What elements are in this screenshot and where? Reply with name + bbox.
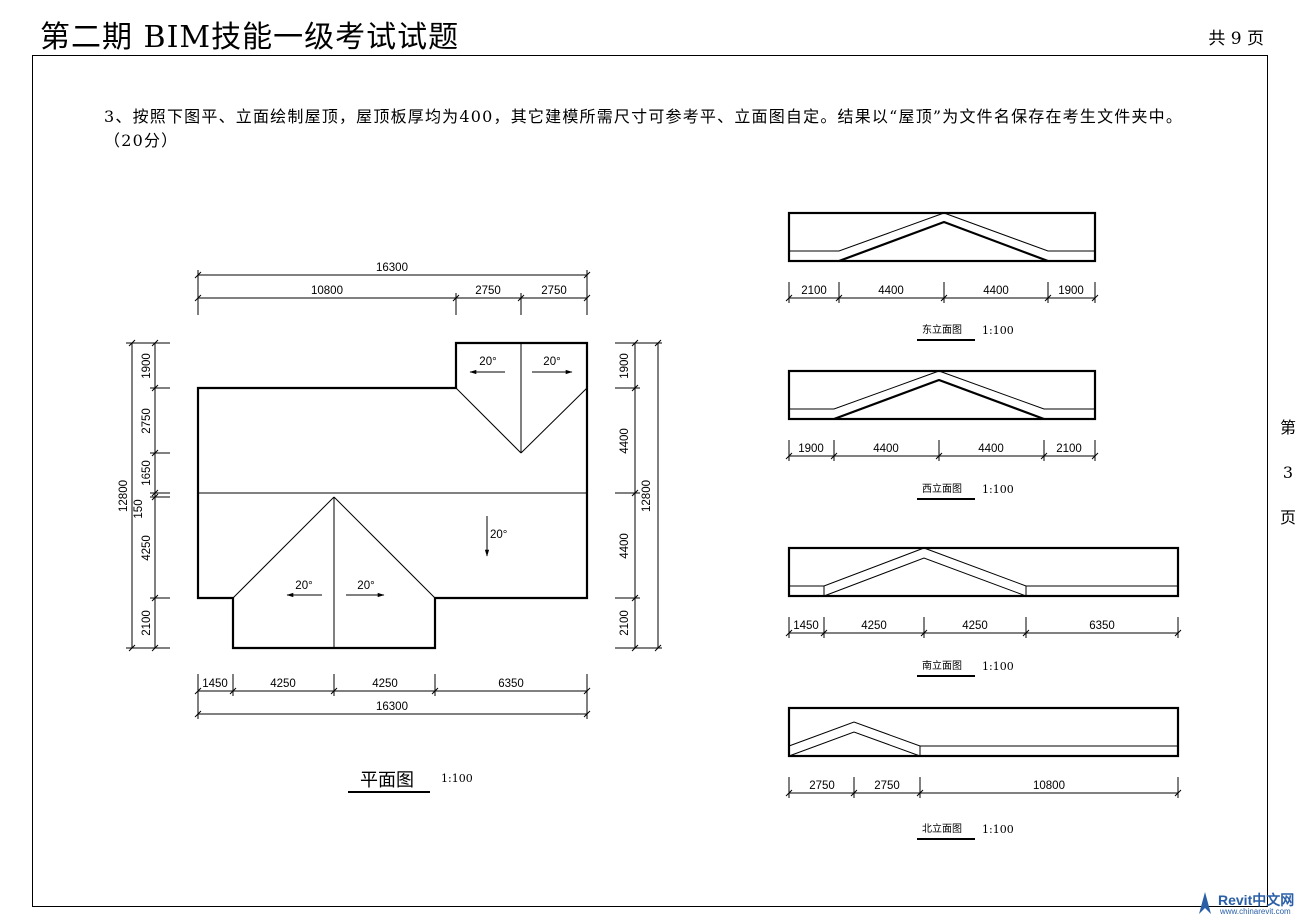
- dim-label: 1650: [141, 460, 153, 486]
- elevation-scale: 1:100: [982, 823, 1014, 836]
- dim-label: 2100: [801, 285, 827, 297]
- dim-label: 2750: [141, 408, 153, 434]
- plan-dim-right: [615, 339, 662, 652]
- elevation-title: 南立面图: [922, 659, 962, 672]
- plan-ridge-line: [232, 496, 335, 599]
- elevation-scale: 1:100: [982, 324, 1014, 337]
- dim-label: 1900: [798, 443, 824, 455]
- dim-label: 4250: [141, 535, 153, 561]
- logo-text: Revit中文网: [1218, 892, 1295, 908]
- dim-label: 16300: [376, 701, 408, 713]
- plan-dim-top: [194, 270, 591, 315]
- logo-url: www.chinarevit.com: [1220, 907, 1291, 916]
- slope-label: 20°: [357, 580, 374, 592]
- dim-label: 10800: [1033, 780, 1065, 792]
- slope-label: 20°: [543, 356, 560, 368]
- dim-label: 2750: [809, 780, 835, 792]
- drawing-frame: [32, 55, 1268, 907]
- dim-label: 4400: [878, 285, 904, 297]
- side-page-char: 第: [1279, 418, 1296, 437]
- elevation-title: 北立面图: [922, 822, 962, 835]
- slope-label: 20°: [490, 529, 507, 541]
- plan-dim-left: [126, 339, 170, 652]
- dim-label: 4400: [619, 428, 631, 454]
- dim-label: 4400: [983, 285, 1009, 297]
- roof-plan: [196, 341, 589, 650]
- plan-ridge-line: [333, 496, 436, 599]
- dim-label: 1900: [619, 353, 631, 379]
- plan-scale: 1:100: [441, 772, 473, 785]
- dim-label: 2750: [874, 780, 900, 792]
- dim-label: 1900: [1058, 285, 1084, 297]
- side-page-number: 3: [1282, 463, 1294, 482]
- dim-label: 4250: [372, 678, 398, 690]
- side-page-label: 第 3 页: [1276, 405, 1300, 540]
- dim-label: 1900: [141, 353, 153, 379]
- slope-label: 20°: [295, 580, 312, 592]
- dim-label: 2100: [1056, 443, 1082, 455]
- east-elevation: [785, 211, 1099, 303]
- question-text: 3、按照下图平、立面绘制屋顶，屋顶板厚均为400，其它建模所需尺寸可参考平、立面…: [104, 107, 1184, 150]
- slope-label: 20°: [479, 356, 496, 368]
- dim-label: 4400: [619, 533, 631, 559]
- west-elevation: [785, 369, 1099, 461]
- plan-ridge-line: [520, 387, 588, 454]
- dim-label: 2750: [475, 285, 501, 297]
- revit-logo-icon: [1199, 892, 1211, 914]
- dim-label: 12800: [118, 480, 130, 512]
- page-title: 第二期 BIM技能一级考试试题: [40, 20, 460, 55]
- dim-label: 4400: [978, 443, 1004, 455]
- dim-label: 12800: [641, 480, 653, 512]
- revit-logo: Revit中文网 www.chinarevit.com: [1196, 888, 1304, 922]
- dim-label: 4400: [873, 443, 899, 455]
- dim-label: 4250: [962, 620, 988, 632]
- page-count: 共 9 页: [1208, 29, 1264, 49]
- dim-label: 16300: [376, 262, 408, 274]
- north-elevation: [785, 706, 1182, 798]
- dim-label: 4250: [861, 620, 887, 632]
- elevation-scale: 1:100: [982, 483, 1014, 496]
- side-page-char: 页: [1279, 508, 1296, 527]
- dim-label: 150: [133, 499, 145, 518]
- elevation-title: 西立面图: [922, 482, 962, 495]
- dim-label: 1450: [202, 678, 228, 690]
- south-elevation: [785, 546, 1182, 638]
- dim-label: 2750: [541, 285, 567, 297]
- elevation-scale: 1:100: [982, 660, 1014, 673]
- plan-title: 平面图: [360, 770, 414, 791]
- plan-ridge-line: [455, 387, 522, 454]
- dim-label: 4250: [270, 678, 296, 690]
- dim-label: 2100: [141, 610, 153, 636]
- plan-outline: [196, 341, 589, 650]
- dim-label: 6350: [1089, 620, 1115, 632]
- elevation-title: 东立面图: [922, 323, 962, 336]
- plan-dim-bottom: [194, 674, 591, 719]
- dim-label: 1450: [793, 620, 819, 632]
- dim-label: 6350: [498, 678, 524, 690]
- dim-label: 2100: [619, 610, 631, 636]
- dim-label: 10800: [311, 285, 343, 297]
